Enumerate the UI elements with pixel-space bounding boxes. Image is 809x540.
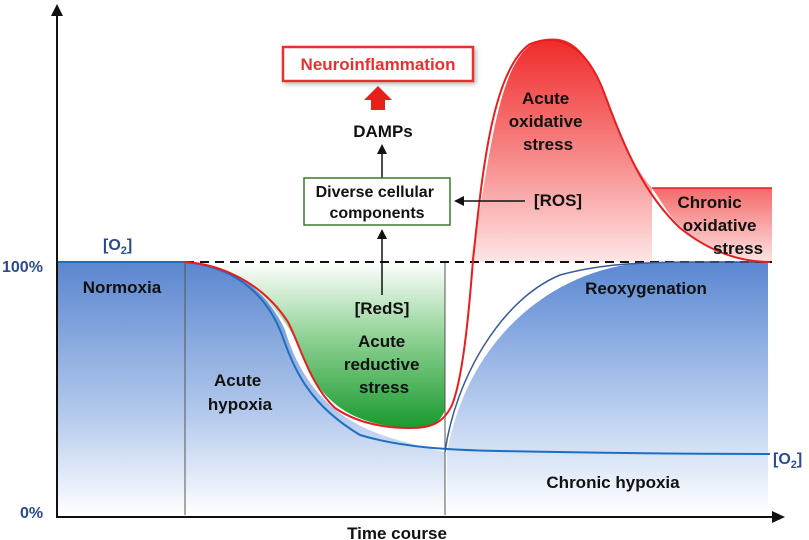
o2-curve bbox=[57, 261, 771, 455]
o2-label-top: [O2] bbox=[103, 237, 132, 257]
neuroinflammation-box bbox=[281, 45, 475, 83]
y-axis-0-label: 0% bbox=[20, 505, 43, 522]
chronic-oxidative-stress-label: Chronic oxidative stress bbox=[678, 193, 764, 258]
o2-reoxygenation-curve bbox=[444, 261, 770, 453]
acute-hypoxia-label: Acute hypoxia bbox=[208, 371, 273, 414]
reductive-stress-area bbox=[185, 262, 445, 429]
red-up-arrow-icon bbox=[364, 86, 392, 110]
neuroinflammation-label: Neuroinflammation bbox=[301, 55, 456, 74]
diverse-components-box bbox=[303, 177, 451, 226]
normoxia-area bbox=[57, 262, 445, 515]
diverse-components-label: Diverse cellular components bbox=[316, 184, 439, 222]
y-axis-arrowhead bbox=[51, 4, 63, 16]
o2-label-right: [O2] bbox=[773, 451, 802, 471]
damps-label: DAMPs bbox=[353, 122, 413, 141]
x-axis-label: Time course bbox=[347, 524, 447, 540]
normoxia-label: Normoxia bbox=[83, 278, 162, 297]
x-axis-arrowhead bbox=[772, 511, 785, 523]
redox-curve bbox=[184, 39, 771, 430]
reds-label: [RedS] bbox=[355, 299, 410, 318]
chronic-hypoxia-label: Chronic hypoxia bbox=[546, 473, 680, 492]
reoxygenation-label: Reoxygenation bbox=[585, 279, 707, 298]
ros-label: [ROS] bbox=[534, 191, 582, 210]
y-axis-100-label: 100% bbox=[2, 259, 43, 276]
oxidative-stress-area bbox=[470, 38, 652, 263]
acute-oxidative-stress-label: Acute oxidative stress bbox=[509, 89, 587, 154]
acute-reductive-stress-label: Acute reductive stress bbox=[344, 332, 424, 397]
chronic-oxidative-area bbox=[652, 188, 772, 262]
